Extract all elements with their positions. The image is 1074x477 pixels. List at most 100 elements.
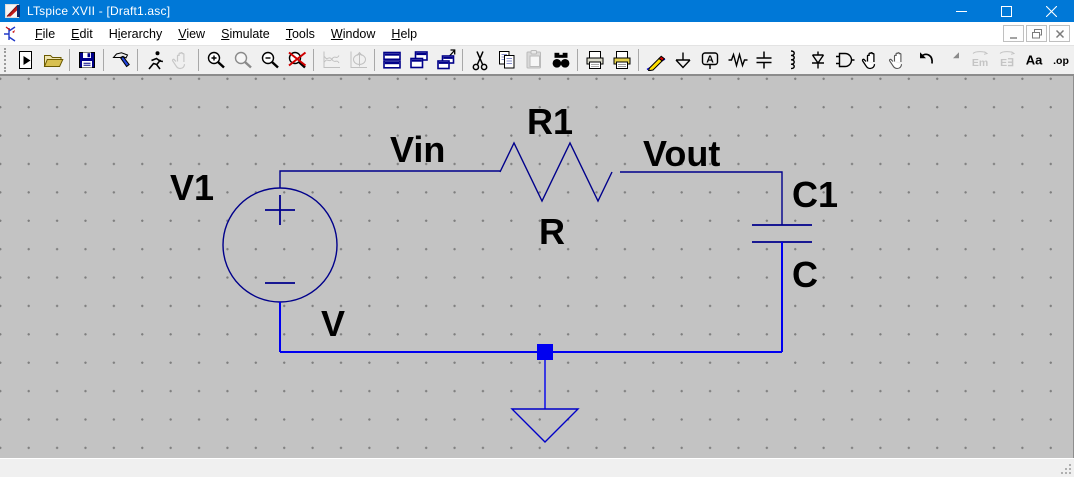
capacitor-symbol[interactable] [752, 224, 812, 243]
zoom-back-icon [234, 51, 252, 69]
toolbar-button-paste[interactable] [520, 47, 547, 73]
svg-text:A: A [706, 54, 714, 66]
toolbar-button-redo[interactable] [939, 47, 966, 73]
control-panel-icon [111, 52, 130, 68]
menubar: File Edit Hierarchy View Simulate Tools Window… [0, 22, 1074, 46]
schematic-label-c[interactable]: C [792, 254, 818, 295]
minimize-icon [956, 10, 967, 12]
move-icon [861, 52, 875, 70]
cascade-windows-icon [409, 51, 428, 69]
toolbar-button-plot-settings[interactable] [344, 47, 371, 73]
toolbar-button-new-schematic[interactable] [12, 47, 39, 73]
toolbar-button-inductor[interactable] [777, 47, 804, 73]
toolbar-button-zoom-out[interactable] [256, 47, 283, 73]
toolbar-button-diode[interactable] [804, 47, 831, 73]
toolbar-button-halt[interactable] [168, 47, 195, 73]
save-icon [78, 52, 95, 68]
toolbar-button-label-net[interactable]: A [696, 47, 723, 73]
toolbar-button-zoom-back[interactable] [229, 47, 256, 73]
toolbar-button-print[interactable] [581, 47, 608, 73]
toolbar-button-print-preview[interactable] [608, 47, 635, 73]
schematic-doc-icon [4, 25, 16, 42]
toolbar-button-zoom-full-extents[interactable] [283, 47, 310, 73]
toolbar-button-tile-horizontally[interactable] [378, 47, 405, 73]
spice-directive-icon: .op [1053, 55, 1069, 67]
schematic-label-v[interactable]: V [321, 303, 345, 344]
schematic-label-r[interactable]: R [539, 211, 565, 252]
toolbar-button-resistor[interactable] [723, 47, 750, 73]
wire-ground-net[interactable] [279, 242, 783, 409]
toolbar-button-control-panel[interactable] [107, 47, 134, 73]
label-net-icon: A [701, 52, 718, 69]
toolbar-button-find[interactable] [547, 47, 574, 73]
mdi-restore-button[interactable] [1026, 25, 1047, 42]
toolbar-button-move[interactable] [858, 47, 885, 73]
toolbar-button-autorange-y[interactable] [317, 47, 344, 73]
capacitor-icon [756, 51, 771, 69]
minimize-button[interactable] [939, 0, 984, 22]
toolbar-separator [103, 49, 104, 71]
print-icon [586, 51, 603, 69]
resize-grip[interactable] [1059, 462, 1072, 475]
component-icon [835, 52, 854, 68]
toolbar-button-undo[interactable] [912, 47, 939, 73]
menu-help[interactable]: Help [391, 26, 418, 41]
toolbar-button-save[interactable] [73, 47, 100, 73]
mdi-minimize-button[interactable] [1003, 25, 1024, 42]
resistor-icon [728, 51, 747, 69]
menu-simulate[interactable]: Simulate [221, 26, 270, 41]
toolbar-button-drag[interactable] [885, 47, 912, 73]
toolbar-separator [462, 49, 463, 71]
toolbar-button-cascade-windows[interactable] [405, 47, 432, 73]
menu-hierarchy[interactable]: Hierarchy [108, 26, 163, 41]
menu-edit[interactable]: Edit [71, 26, 93, 41]
toolbar-button-arrange-windows[interactable] [432, 47, 459, 73]
toolbar-button-rotate[interactable]: E∃ [993, 47, 1020, 73]
toolbar-button-run[interactable] [141, 47, 168, 73]
menu-tools[interactable]: Tools [285, 26, 315, 41]
toolbar-button-component[interactable] [831, 47, 858, 73]
toolbar-button-spice-directive[interactable]: .op [1047, 47, 1074, 73]
toolbar-button-open[interactable] [39, 47, 66, 73]
toolbar-button-ground[interactable] [669, 47, 696, 73]
schematic-label-r1[interactable]: R1 [527, 101, 573, 142]
resistor-symbol[interactable] [499, 141, 613, 203]
voltage-source-symbol[interactable] [222, 187, 338, 303]
ground-symbol[interactable] [510, 408, 580, 443]
toolbar-button-text[interactable]: Aa [1020, 47, 1047, 73]
diode-icon [811, 51, 824, 69]
schematic-label-c1[interactable]: C1 [792, 174, 838, 215]
toolbar-button-cut[interactable] [466, 47, 493, 73]
menu-view[interactable]: View [178, 26, 206, 41]
wire-junction-node[interactable] [537, 344, 553, 360]
print-preview-icon [613, 51, 630, 69]
toolbar-drag-handle[interactable] [4, 48, 9, 72]
new-schematic-icon [18, 51, 32, 69]
statusbar [0, 458, 1074, 477]
text-icon: Aa [1025, 53, 1042, 68]
titlebar[interactable]: LTspice XVII - [Draft1.asc] [0, 0, 1074, 22]
close-button[interactable] [1029, 0, 1074, 22]
toolbar-button-copy[interactable] [493, 47, 520, 73]
mdi-close-button[interactable] [1049, 25, 1070, 42]
arrange-windows-icon [436, 49, 455, 70]
wire-vin-net[interactable] [279, 170, 783, 225]
toolbar-separator [638, 49, 639, 71]
mdi-close-icon [1055, 29, 1064, 38]
schematic-label-vin[interactable]: Vin [390, 129, 445, 170]
toolbar-button-wire[interactable] [642, 47, 669, 73]
schematic-label-v1[interactable]: V1 [170, 167, 214, 208]
menu-file[interactable]: File [35, 26, 56, 41]
toolbar-button-zoom-in[interactable] [202, 47, 229, 73]
maximize-button[interactable] [984, 0, 1029, 22]
toolbar-button-capacitor[interactable] [750, 47, 777, 73]
toolbar-button-mirror[interactable]: Em [966, 47, 993, 73]
mdi-minimize-icon [1009, 36, 1017, 39]
toolbar-separator [137, 49, 138, 71]
menu-window[interactable]: Window [330, 26, 376, 41]
schematic-label-vout[interactable]: Vout [643, 133, 720, 174]
drag-icon [888, 52, 902, 70]
